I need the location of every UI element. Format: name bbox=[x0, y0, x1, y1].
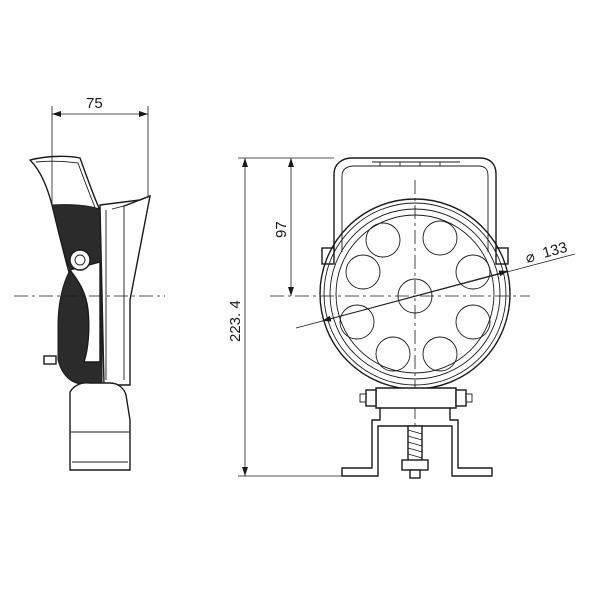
led-6 bbox=[339, 304, 375, 340]
side-view bbox=[14, 155, 165, 471]
led-2 bbox=[422, 220, 458, 256]
front-view bbox=[270, 157, 530, 480]
led-3 bbox=[345, 254, 381, 290]
led-8 bbox=[375, 336, 411, 372]
upper-height-label: 97 bbox=[273, 221, 290, 238]
depth-dimension: 75 bbox=[51, 95, 149, 205]
led-7 bbox=[455, 304, 491, 340]
led-9 bbox=[422, 336, 458, 372]
upper-height-dimension: 97 bbox=[273, 158, 294, 296]
led-1 bbox=[365, 222, 401, 258]
total-height-label: 223. 4 bbox=[227, 300, 244, 342]
diameter-label: 133 bbox=[541, 239, 570, 262]
diameter-symbol: ⌀ bbox=[524, 248, 537, 267]
depth-label: 75 bbox=[86, 95, 103, 112]
diameter-dimension: ⌀ 133 bbox=[295, 239, 576, 329]
total-height-dimension: 223. 4 bbox=[227, 157, 342, 477]
